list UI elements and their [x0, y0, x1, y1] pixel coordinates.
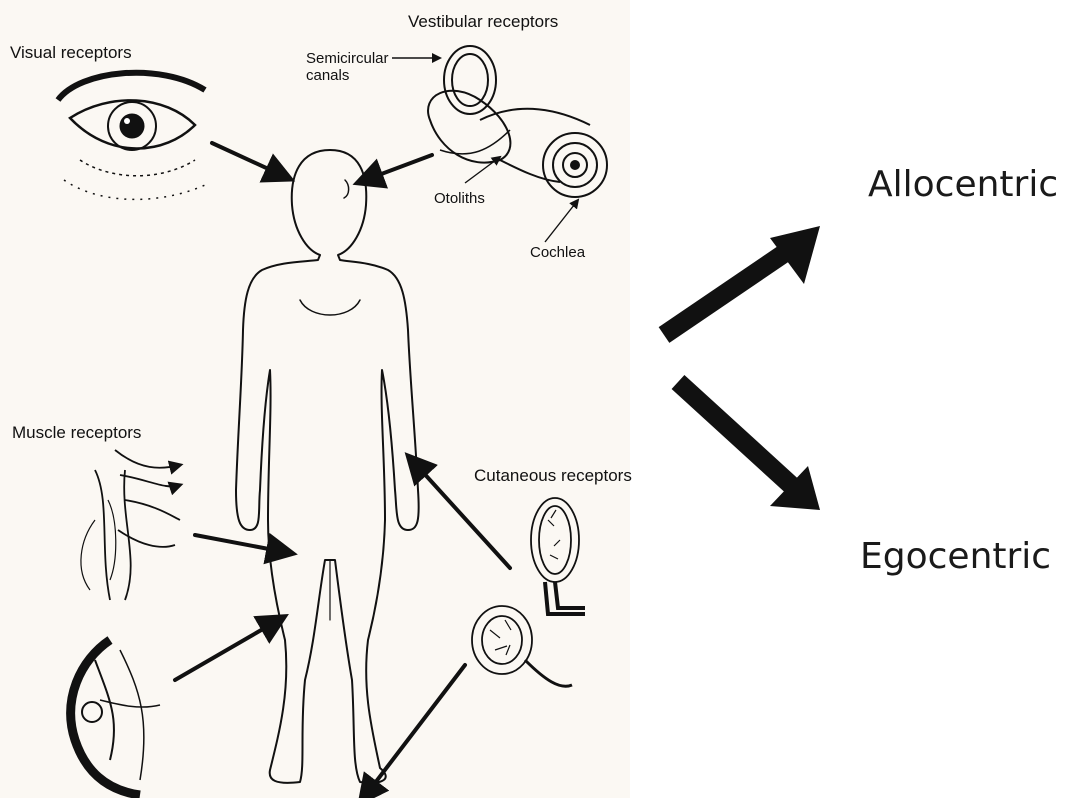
allocentric-label: Allocentric [868, 164, 1058, 205]
muscle-receptors-label: Muscle receptors [12, 423, 141, 443]
cochlea-label: Cochlea [530, 244, 585, 261]
semicircular-canals-label: Semicircular canals [306, 50, 391, 84]
illustration-panel [0, 0, 630, 798]
otoliths-label: Otoliths [434, 190, 485, 207]
egocentric-label: Egocentric [860, 536, 1051, 577]
visual-receptors-label: Visual receptors [10, 43, 132, 63]
egocentric-arrow-shaft [678, 382, 792, 486]
vestibular-receptors-label: Vestibular receptors [408, 12, 558, 32]
cutaneous-receptors-label: Cutaneous receptors [474, 466, 632, 486]
allocentric-arrow-shaft [664, 248, 792, 335]
output-arrows [664, 226, 820, 510]
